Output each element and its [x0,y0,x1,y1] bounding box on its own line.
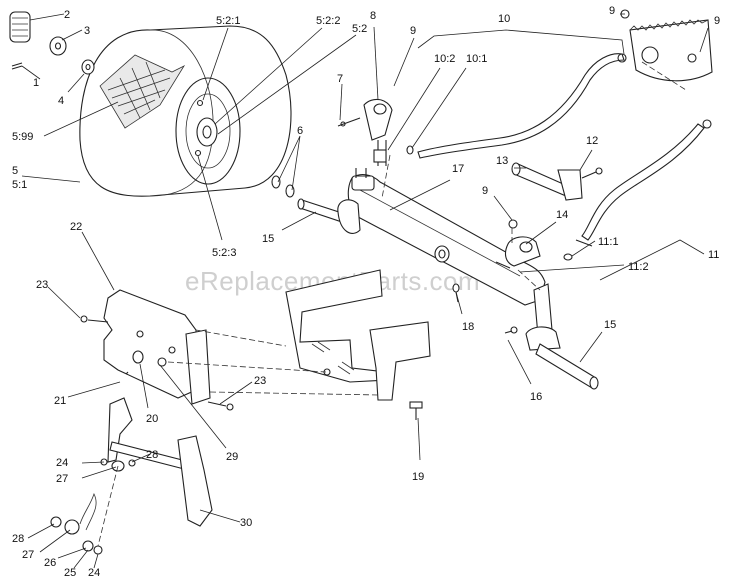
callout-5-2-3: 5:2:3 [212,247,236,259]
callout-25: 25 [64,567,76,579]
spindle-arm-left [337,98,414,166]
linkage-lever [100,397,213,527]
callout-21: 21 [54,395,66,407]
callout-22: 22 [70,221,82,233]
callout-5-2: 5:2 [352,23,367,35]
leader-lines [21,13,709,569]
callout-24-low: 24 [88,567,100,579]
callout-3: 3 [84,25,90,37]
callout-9-right: 9 [714,15,720,27]
callout-15-left: 15 [262,233,274,245]
callout-10-2: 10:2 [434,53,455,65]
lower-fasteners [50,492,103,555]
callout-17: 17 [452,163,464,175]
tie-rod [417,53,627,159]
callout-13: 13 [496,155,508,167]
callout-26: 26 [44,557,56,569]
assembly-center-lines [97,154,541,547]
callout-4: 4 [58,95,64,107]
callout-labels: 2 3 4 1 5:99 5 5:1 5:2:1 5:2:2 5:2 5:2:3… [12,5,720,579]
callout-19: 19 [412,471,424,483]
callout-6: 6 [297,125,303,137]
tire-assembly [79,25,292,197]
callout-8: 8 [370,10,376,22]
hub-parts [9,11,95,75]
callout-29: 29 [226,451,238,463]
callout-7: 7 [337,73,343,85]
callout-5-1: 5:1 [12,179,27,191]
callout-1: 1 [33,77,39,89]
side-mount-plate [80,289,234,411]
steering-sector-gear [620,9,713,91]
callout-23-right: 23 [254,375,266,387]
callout-11-1: 11:1 [598,236,619,248]
callout-9-left: 9 [410,25,416,37]
callout-10: 10 [498,13,510,25]
callout-12: 12 [586,135,598,147]
spindle-arm-right [495,219,541,269]
callout-24-mid: 24 [56,457,68,469]
axle-left [271,175,346,223]
callout-28-mid: 28 [146,449,158,461]
callout-27-low: 27 [22,549,34,561]
callout-28-low: 28 [12,533,24,545]
callout-15-right: 15 [604,319,616,331]
callout-16: 16 [530,391,542,403]
callout-14: 14 [556,209,568,221]
center-support-plate [285,269,431,401]
callout-5: 5 [12,165,18,177]
spindle-right [504,283,599,390]
callout-5-99: 5:99 [12,131,33,143]
callout-10-1: 10:1 [466,53,487,65]
callout-20: 20 [146,413,158,425]
callout-11: 11 [708,249,719,261]
callout-11-2: 11:2 [628,261,649,273]
callout-9-mid: 9 [482,185,488,197]
small-fasteners-center [409,283,460,420]
callout-5-2-2: 5:2:2 [316,15,340,27]
callout-2: 2 [64,9,70,21]
front-axle-beam [337,168,546,306]
steering-pivot [511,162,603,201]
callout-27-mid: 27 [56,473,68,485]
callout-9-top: 9 [609,5,615,17]
callout-18: 18 [462,321,474,333]
callout-30: 30 [240,517,252,529]
callout-5-2-1: 5:2:1 [216,15,240,27]
callout-23-left: 23 [36,279,48,291]
